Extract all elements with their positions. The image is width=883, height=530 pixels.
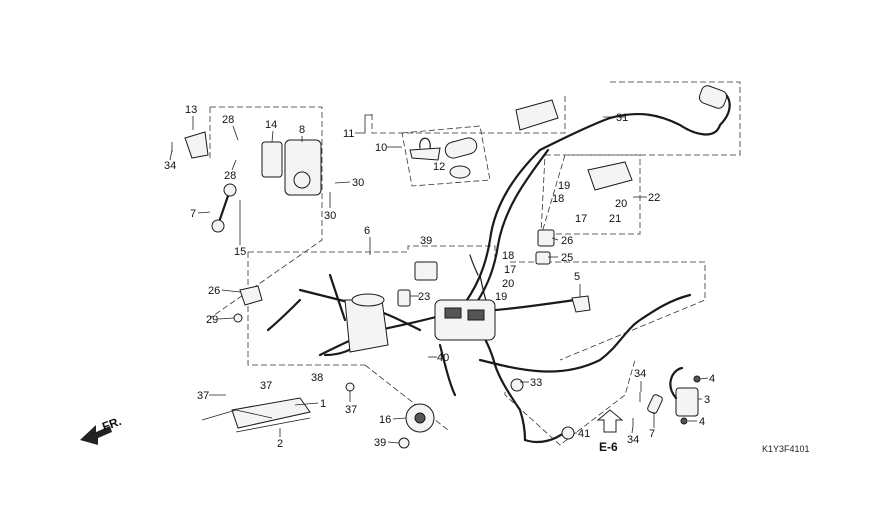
callout-24: 25 [561, 252, 573, 264]
bolt-36 [345, 382, 355, 392]
callout-11: 11 [343, 128, 354, 140]
callout-1: 1 [320, 398, 326, 410]
callout-15: 15 [234, 246, 246, 258]
callout-19a: 19 [558, 180, 570, 192]
callout-33: 33 [530, 377, 542, 389]
callout-4a: 4 [709, 373, 715, 385]
leader-lines [169, 114, 709, 444]
plug-cap [647, 394, 663, 414]
callout-14: 14 [265, 119, 277, 131]
callout-28a: 28 [222, 114, 234, 126]
relay-24 [535, 251, 551, 265]
callout-31: 31 [616, 112, 628, 124]
horn [405, 403, 435, 433]
grommet-41 [561, 426, 575, 440]
connector-40 [414, 261, 438, 281]
sensor-26 [239, 285, 263, 306]
group-box-ignition [209, 106, 323, 319]
group-box-smart-key [371, 81, 741, 237]
callout-19b: 19 [495, 291, 507, 303]
antenna-coil [698, 85, 728, 109]
washers-4 [680, 375, 701, 425]
callout-34b: 34 [627, 434, 639, 446]
callout-5: 7 [649, 428, 655, 440]
callout-21: 21 [609, 213, 621, 225]
callout-18b: 18 [502, 250, 514, 262]
front-direction-arrow: FR. [80, 414, 123, 445]
callout-29: 29 [206, 314, 218, 326]
callout-37b: 38 [311, 372, 323, 384]
callout-39: 40 [437, 352, 449, 364]
smart-key-fob [401, 125, 491, 187]
battery-cable-set [231, 397, 311, 433]
callout-7: 5 [574, 271, 580, 283]
callout-16: 16 [379, 414, 391, 426]
sensor-7 [571, 295, 591, 313]
bolt-38 [398, 437, 410, 449]
reference-arrow-e6: E-6 [596, 409, 624, 454]
callout-3: 3 [704, 394, 710, 406]
junction-block [434, 299, 496, 341]
callout-38: 39 [374, 437, 386, 449]
callout-25: 26 [561, 235, 573, 247]
callout-18a: 18 [552, 193, 564, 205]
callout-9: 8 [299, 124, 305, 136]
relay-module [587, 161, 633, 191]
group-box-relays [540, 154, 641, 235]
callout-37a: 37 [260, 380, 272, 392]
relay-25 [537, 229, 555, 247]
callout-26: 26 [208, 285, 220, 297]
main-fuse-box [344, 293, 389, 353]
callout-34a: 34 [634, 368, 646, 380]
diagram-part-code: K1Y3F4101 [762, 444, 810, 454]
bolt-29 [233, 313, 243, 323]
smart-control-unit [515, 99, 559, 131]
callout-35: 34 [164, 160, 176, 172]
callout-41: 41 [578, 428, 590, 440]
callout-20b: 20 [502, 278, 514, 290]
callout-2: 2 [277, 438, 283, 450]
callout-10: 10 [375, 142, 387, 154]
connector-23 [397, 289, 411, 307]
group-box-sub-harness [504, 359, 636, 446]
callout-40: 39 [420, 235, 432, 247]
callout-23: 23 [418, 291, 430, 303]
reference-label: E-6 [599, 440, 618, 454]
callout-20a: 20 [615, 198, 627, 210]
bolt-34 [632, 392, 641, 426]
ignition-coil [669, 366, 699, 417]
callout-12: 12 [433, 161, 445, 173]
sensor-33 [510, 378, 524, 392]
callout-8: 7 [190, 208, 196, 220]
callout-30b: 30 [324, 210, 336, 222]
callout-13: 13 [185, 104, 197, 116]
seat-lock-cable [211, 183, 237, 233]
callout-6: 6 [364, 225, 370, 237]
callout-17a: 17 [575, 213, 587, 225]
callout-4b: 4 [699, 416, 705, 428]
callout-30a: 30 [352, 177, 364, 189]
callout-36: 37 [345, 404, 357, 416]
callout-labels: 13 28 14 8 34 28 7 15 30 30 11 10 12 31 … [164, 104, 715, 450]
callout-37c: 37 [197, 390, 209, 402]
ignition-switch [284, 139, 322, 196]
callout-22: 22 [648, 192, 660, 204]
seat-cable-bracket [184, 131, 209, 159]
front-label: FR. [100, 414, 123, 434]
main-wire-harness [266, 90, 731, 444]
callout-28b: 28 [224, 170, 236, 182]
callout-17b: 17 [504, 264, 516, 276]
seat-lock-actuator [261, 141, 283, 178]
